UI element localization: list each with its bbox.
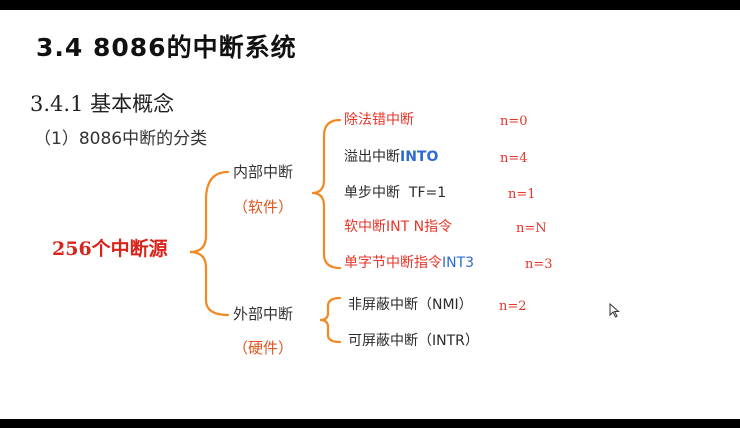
- item-int3: 单字节中断指令INT3: [344, 255, 475, 271]
- subsection-heading: （1）8086中断的分类: [34, 129, 208, 149]
- item-nmi: 非屏蔽中断（NMI）: [348, 297, 473, 313]
- item-divide-error: 除法错中断: [344, 112, 414, 128]
- item-intr: 可屏蔽中断（INTR）: [348, 333, 479, 349]
- external-interrupt-label: 外部中断: [233, 305, 294, 323]
- value-software-int: n=N: [516, 221, 547, 236]
- value-overflow: n=4: [500, 151, 528, 166]
- top-bar: [0, 0, 740, 10]
- bottom-bar: [0, 419, 740, 428]
- root-brace: [189, 170, 230, 317]
- internal-interrupt-sub: （软件）: [233, 198, 294, 216]
- value-divide-error: n=0: [500, 114, 528, 129]
- value-int3: n=3: [525, 257, 553, 272]
- value-nmi: n=2: [499, 299, 527, 314]
- item-single-step: 单步中断 TF=1: [344, 185, 447, 201]
- item-overflow: 溢出中断INTO: [344, 149, 439, 165]
- mouse-cursor-icon: [609, 303, 620, 318]
- internal-interrupt-label: 内部中断: [233, 163, 294, 181]
- external-brace: [319, 296, 342, 344]
- value-single-step: n=1: [508, 187, 536, 202]
- section-heading: 3.4.1 基本概念: [30, 92, 175, 116]
- external-interrupt-sub: （硬件）: [233, 339, 294, 357]
- root-label: 256个中断源: [52, 238, 168, 260]
- item-software-int: 软中断INT N指令: [344, 219, 453, 235]
- page-title: 3.4 8086的中断系统: [36, 33, 297, 62]
- internal-brace: [311, 118, 342, 270]
